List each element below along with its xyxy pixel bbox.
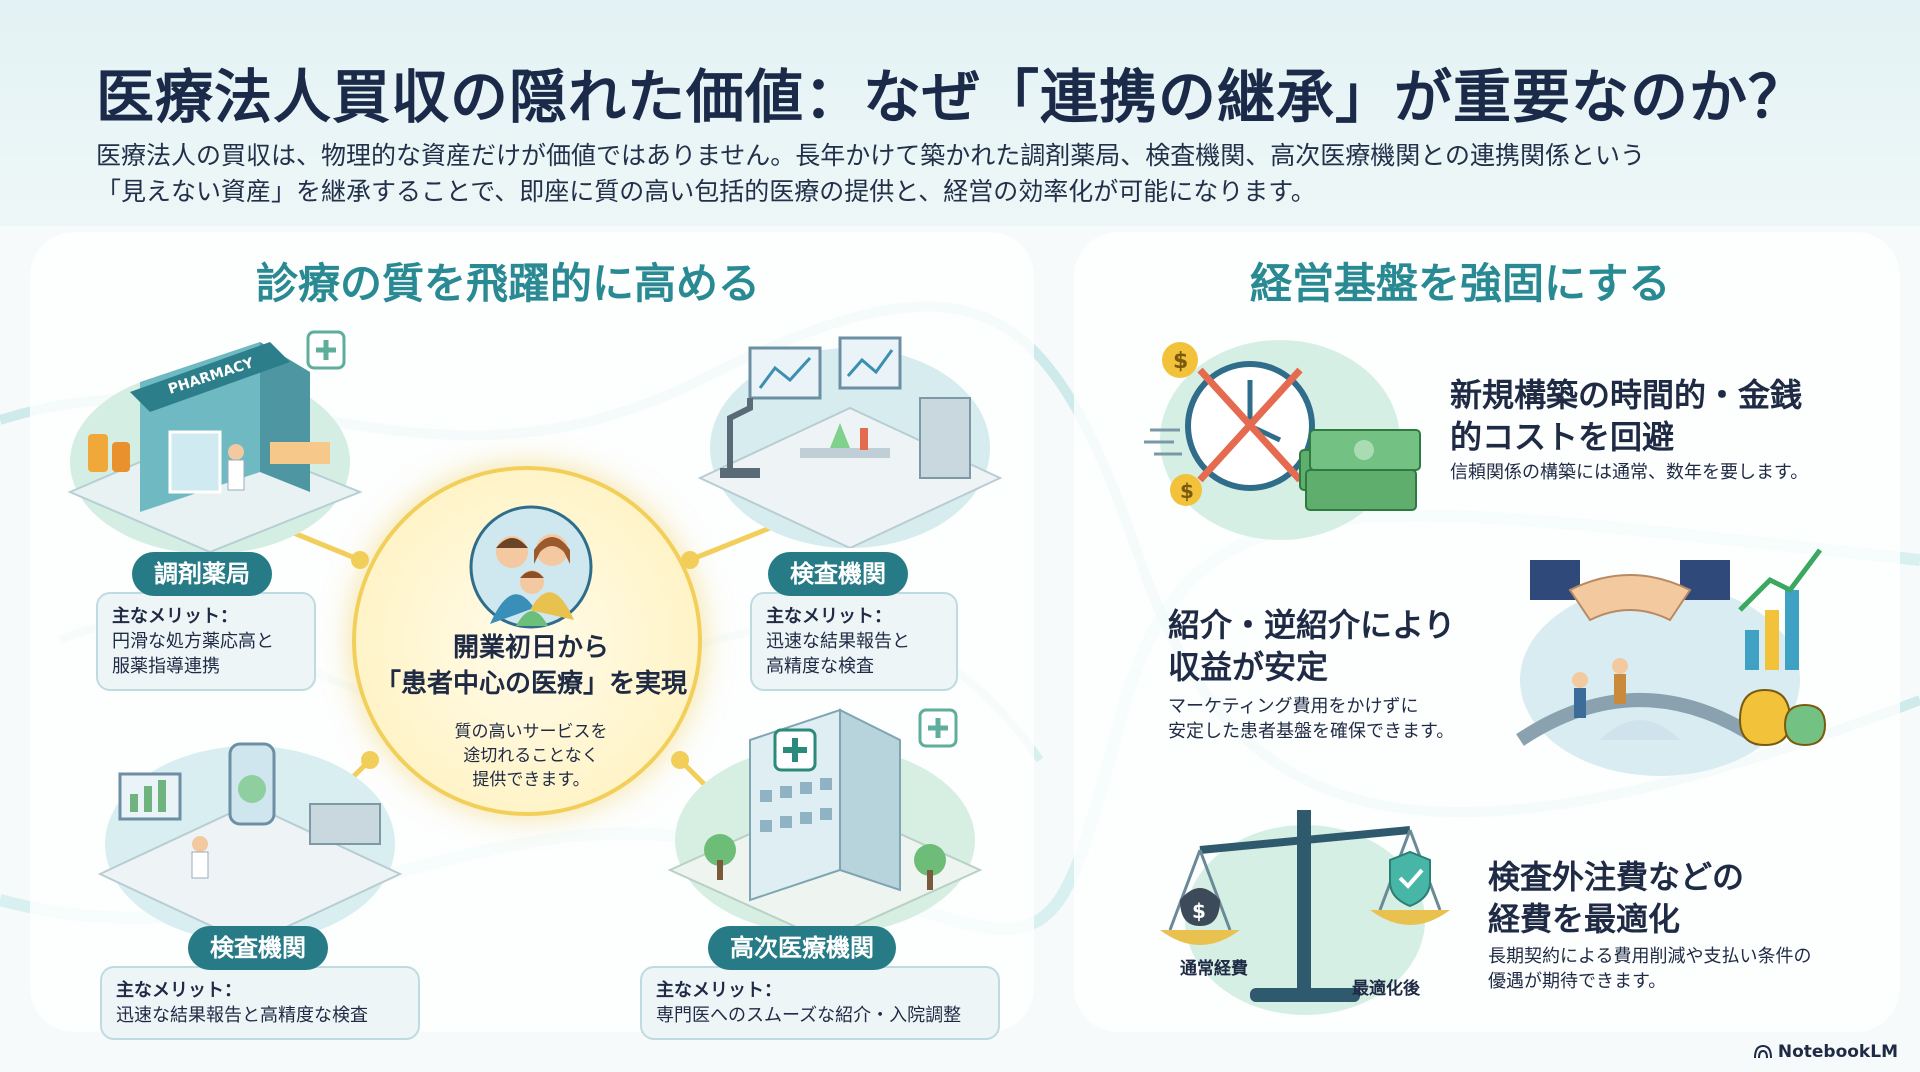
svg-text:$: $ [1173, 349, 1188, 374]
lab-illustration [97, 742, 403, 944]
center-main-line: 「患者中心の医療」を実現 [374, 669, 687, 699]
quality-section-title: 診療の質を飛躍的に高める [256, 259, 761, 308]
intro-line-1: 医療法人の買収は、物理的な資産だけが価値ではありません。長年かけて築かれた調剤薬… [96, 141, 1646, 170]
intro-line-2: 「見えない資産」を継承することで、即座に質の高い包括的医療の提供と、経営の効率化… [96, 177, 1316, 206]
benefit-body-line: マーケティング費用をかけずに [1168, 696, 1419, 717]
cash-icon [1299, 429, 1421, 511]
benefit-heading-line: 検査外注費などの [1488, 858, 1745, 896]
hospital-illustration [667, 708, 983, 940]
card-text: 迅速な結果報告と高精度な検査 [116, 1005, 368, 1026]
handshake-icon [1530, 560, 1730, 622]
benefit-body-line: 信頼関係の構築には通常、数年を要します。 [1450, 462, 1809, 483]
card-text: 高精度な検査 [766, 656, 874, 677]
page-title: 医療法人買収の隠れた価値：なぜ「連携の継承」が重要なのか？ [96, 63, 1808, 131]
patient-center-circle: 開業初日から 「患者中心の医療」を実現 質の高いサービスを 途切れることなく 提… [352, 466, 702, 816]
notebooklm-logo-text: NotebookLM [1777, 1042, 1898, 1062]
benefit-body-line: 優遇が期待できます。 [1488, 971, 1667, 992]
bridge-icon [1516, 693, 1764, 746]
shield-check-icon [1389, 850, 1431, 908]
partner-badge-pharmacy: 調剤薬局 [132, 552, 272, 596]
benefit-heading-expense: 検査外注費などの 経費を最適化 [1488, 856, 1888, 940]
partner-badge-lab-top: 検査機関 [768, 552, 908, 596]
partner-badge-lab-bottom: 検査機関 [188, 926, 328, 970]
lab-illustration [697, 336, 1003, 548]
scale-left-label: 通常経費 [1180, 959, 1248, 979]
handshake-bridge-illustration [1516, 548, 1827, 776]
center-sub-text: 質の高いサービスを 途切れることなく 提供できます。 [356, 720, 706, 792]
card-text: 円滑な処方薬応高と [112, 631, 274, 652]
growth-chart-icon [1738, 548, 1822, 670]
partner-card-lab-bottom: 主なメリット： 迅速な結果報告と高精度な検査 [100, 966, 420, 1040]
benefit-body-line: 安定した患者基盤を確保できます。 [1168, 721, 1455, 742]
card-label: 主なメリット： [766, 606, 892, 627]
partner-card-pharmacy: 主なメリット： 円滑な処方薬応高と 服薬指導連携 [96, 592, 316, 691]
clock-cash-illustration: $ $ [1144, 340, 1421, 540]
notebooklm-logo: NotebookLM [1753, 1042, 1898, 1062]
benefit-body-expense: 長期契約による費用削減や支払い条件の 優遇が期待できます。 [1488, 944, 1888, 994]
card-text: 専門医へのスムーズな紹介・入院調整 [656, 1005, 962, 1026]
partner-badge-hospital: 高次医療機関 [708, 926, 896, 970]
card-text: 迅速な結果報告と [766, 631, 910, 652]
notebooklm-logo-icon [1753, 1045, 1772, 1059]
benefit-body-revenue: マーケティング費用をかけずに 安定した患者基盤を確保できます。 [1168, 694, 1508, 744]
management-section-title: 経営基盤を強固にする [1250, 259, 1671, 308]
scale-right-label: 最適化後 [1352, 979, 1420, 999]
family-icon [469, 505, 593, 629]
card-label: 主なメリット： [116, 980, 242, 1001]
benefit-heading-line: 新規構築の時間的・金銭 [1450, 376, 1803, 414]
balance-scale-icon: $ [1160, 810, 1450, 1015]
benefit-heading-revenue: 紹介・逆紹介により 収益が安定 [1168, 604, 1508, 688]
center-sub-line: 質の高いサービスを [454, 722, 608, 742]
center-main-line: 開業初日から [452, 633, 609, 663]
intro-text: 医療法人の買収は、物理的な資産だけが価値ではありません。長年かけて築かれた調剤薬… [96, 138, 1856, 210]
pharmacy-illustration: PHARMACY [67, 330, 363, 552]
benefit-heading-cost: 新規構築の時間的・金銭 的コストを回避 [1450, 374, 1870, 458]
center-sub-line: 提供できます。 [472, 770, 590, 790]
benefit-body-cost: 信頼関係の構築には通常、数年を要します。 [1450, 460, 1870, 485]
benefit-heading-line: 紹介・逆紹介により [1168, 606, 1456, 644]
partner-card-lab-top: 主なメリット： 迅速な結果報告と 高精度な検査 [750, 592, 958, 691]
center-main-text: 開業初日から 「患者中心の医療」を実現 [356, 630, 706, 702]
benefit-body-line: 長期契約による費用削減や支払い条件の [1488, 946, 1812, 967]
header-band [0, 0, 1920, 226]
benefit-heading-line: 的コストを回避 [1450, 418, 1675, 456]
benefit-heading-line: 収益が安定 [1168, 648, 1329, 686]
svg-text:$: $ [1192, 899, 1206, 923]
svg-text:$: $ [1180, 479, 1194, 503]
center-sub-line: 途切れることなく [463, 746, 599, 766]
partner-card-hospital: 主なメリット： 専門医へのスムーズな紹介・入院調整 [640, 966, 1000, 1040]
card-label: 主なメリット： [112, 606, 238, 627]
card-label: 主なメリット： [656, 980, 782, 1001]
benefit-heading-line: 経費を最適化 [1488, 900, 1681, 938]
card-text: 服薬指導連携 [112, 656, 220, 677]
